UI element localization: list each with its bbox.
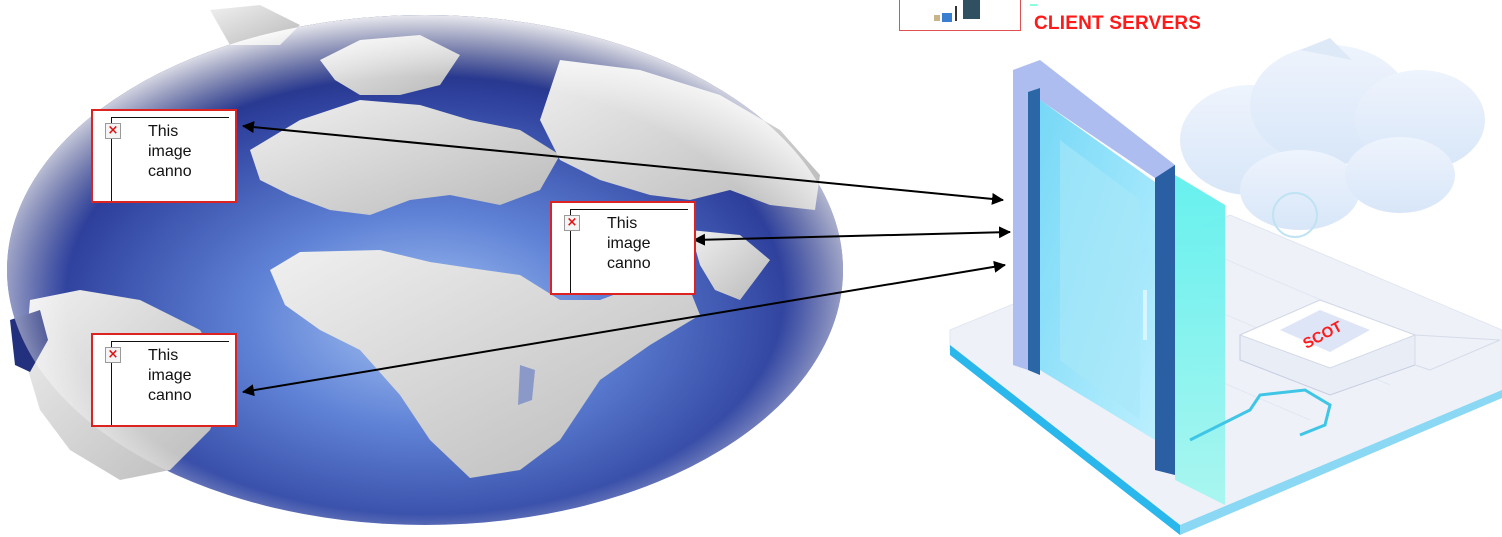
broken-image-placeholder-bottom: × This image canno — [91, 333, 237, 427]
server-room-illustration: SCOT — [950, 38, 1502, 535]
broken-image-icon: × — [105, 347, 121, 363]
alt-text: This image canno — [148, 346, 206, 406]
broken-image-icon: × — [105, 123, 121, 139]
client-servers-thumbnail — [899, 0, 1021, 31]
alt-text: This image canno — [148, 122, 206, 182]
glass-panel — [1175, 175, 1225, 505]
broken-image-placeholder-middle: × This image canno — [550, 201, 696, 295]
client-servers-title: CLIENT SERVERS — [1034, 13, 1201, 35]
broken-image-placeholder-top: × This image canno — [91, 109, 237, 203]
globe — [7, 5, 843, 525]
cloud-icon — [1180, 38, 1485, 230]
broken-image-icon: × — [564, 215, 580, 231]
alt-text: This image canno — [607, 214, 665, 274]
